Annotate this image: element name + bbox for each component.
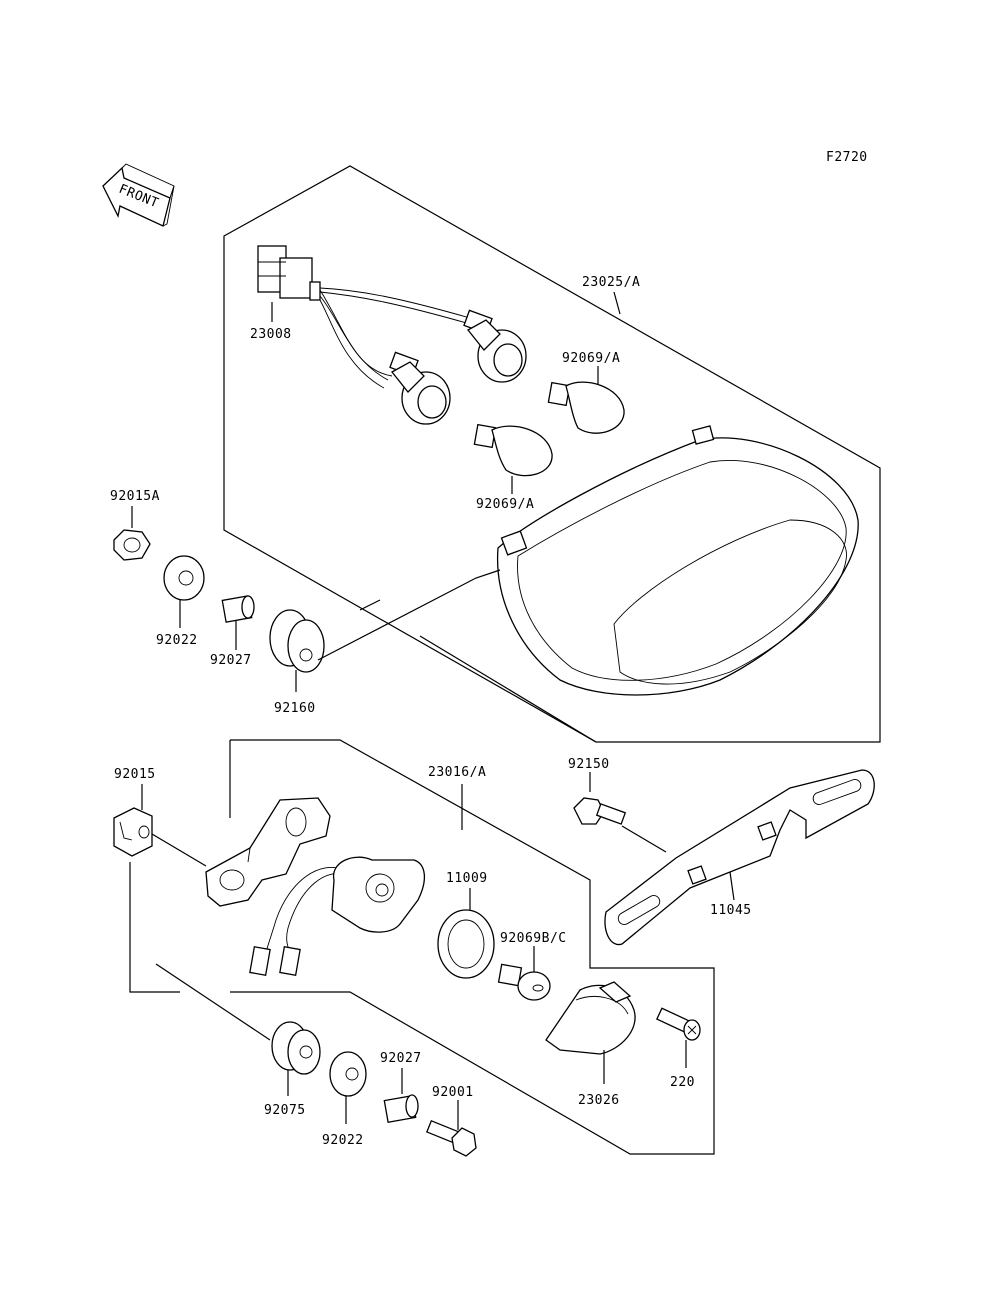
label-92022-bottom: 92022 — [322, 1133, 364, 1148]
bulb-92069bc — [497, 963, 551, 1001]
label-23026: 23026 — [578, 1093, 620, 1108]
socket-wiring — [249, 856, 425, 976]
label-92160: 92160 — [274, 701, 316, 716]
label-23008: 23008 — [250, 327, 292, 342]
label-92069bc: 92069B/C — [500, 931, 567, 946]
screw-220 — [656, 1007, 701, 1041]
label-92150: 92150 — [568, 757, 610, 772]
label-11009: 11009 — [446, 871, 488, 886]
label-92015: 92015 — [114, 767, 156, 782]
license-bracket-11045 — [604, 769, 875, 946]
bulb-socket-lower — [389, 351, 451, 425]
nut-92015a — [113, 529, 151, 561]
bolt-92150 — [573, 797, 627, 825]
label-23025a: 23025/A — [582, 275, 640, 290]
bolt-92001 — [425, 1119, 477, 1157]
front-arrow-icon: FRONT — [102, 163, 175, 227]
gasket-11009 — [437, 909, 495, 979]
collar-92027-top — [221, 595, 255, 623]
washer-92022-top — [163, 555, 205, 601]
label-92069a-bottom: 92069/A — [476, 497, 534, 512]
clip-92015 — [113, 807, 153, 857]
assembly-outline-23016a — [230, 739, 715, 1155]
connector-23008 — [257, 245, 471, 389]
washer-92022-bottom — [329, 1051, 367, 1097]
tail-light-lens — [496, 425, 859, 696]
figure-code: F2720 — [826, 150, 868, 165]
bulb-socket-upper — [463, 309, 527, 383]
grommet-92075 — [271, 1021, 321, 1075]
label-92022-top: 92022 — [156, 633, 198, 648]
label-220: 220 — [670, 1075, 695, 1090]
label-11045: 11045 — [710, 903, 752, 918]
label-92075: 92075 — [264, 1103, 306, 1118]
label-92069a-top: 92069/A — [562, 351, 620, 366]
label-23016a: 23016/A — [428, 765, 486, 780]
label-92001: 92001 — [432, 1085, 474, 1100]
label-92015a: 92015A — [110, 489, 160, 504]
lens-cover-23026 — [545, 981, 636, 1055]
grommet-92160 — [269, 609, 325, 673]
bulb-92069a-bottom — [473, 423, 553, 477]
bulb-92069a-top — [547, 381, 625, 434]
license-light-bracket — [205, 797, 331, 907]
label-92027-top: 92027 — [210, 653, 252, 668]
collar-92027-bottom — [383, 1094, 419, 1124]
assembly-outline-23025a — [223, 165, 881, 743]
label-92027-bottom: 92027 — [380, 1051, 422, 1066]
